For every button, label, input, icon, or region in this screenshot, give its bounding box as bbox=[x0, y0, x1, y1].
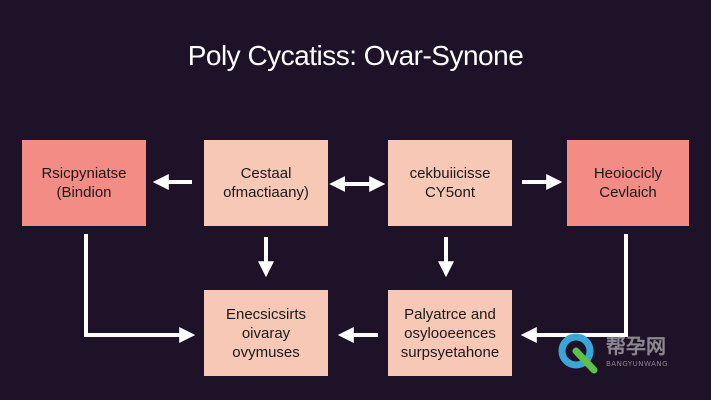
node-label-line: Cestaal bbox=[240, 165, 292, 182]
node-label-line: osylooeences bbox=[404, 324, 496, 342]
arrow-b4-to-b6 bbox=[520, 234, 628, 343]
watermark: 帮孕网 BANGYUNWANG bbox=[556, 330, 706, 374]
node-label-line: Rsicpyniatse bbox=[41, 165, 127, 182]
watermark-subtext: BANGYUNWANG bbox=[606, 360, 669, 368]
node-label-line: ovymuses bbox=[232, 343, 300, 361]
node-rsicpyniatse: Rsicpyniatse (Bindion bbox=[22, 140, 146, 226]
node-label-line: Cevlaich bbox=[599, 184, 657, 201]
node-label-line: surpsyetahone bbox=[400, 343, 500, 361]
node-label-line: Enecsicsirts bbox=[225, 305, 307, 323]
node-label-line: cekbuiicisse bbox=[409, 165, 491, 182]
node-label-line: CY5ont bbox=[424, 184, 476, 201]
node-label-line: Palyatrce and bbox=[404, 305, 496, 323]
node-label-line: Heoiocicly bbox=[593, 165, 663, 182]
node-heoiocicly: Heoiocicly Cevlaich bbox=[567, 140, 689, 226]
diagram-title: Poly Cycatiss: Ovar-Synone bbox=[187, 40, 524, 71]
node-palyatrce: Palyatrce and osylooeences surpsyetahone bbox=[388, 290, 512, 376]
q-logo-icon bbox=[558, 333, 598, 374]
arrow-b1-to-b5 bbox=[84, 234, 196, 343]
node-label-line: ofmactiaany) bbox=[223, 184, 309, 201]
node-cestaal: Cestaal ofmactiaany) bbox=[204, 140, 328, 226]
node-cekbuiicisse: cekbuiicisse CY5ont bbox=[388, 140, 512, 226]
node-enecsicsirts: Enecsicsirts oivaray ovymuses bbox=[204, 290, 328, 376]
watermark-text: 帮孕网 bbox=[606, 334, 666, 358]
node-label-line: oivaray bbox=[241, 324, 291, 342]
node-label-line: (Bindion bbox=[56, 184, 112, 201]
